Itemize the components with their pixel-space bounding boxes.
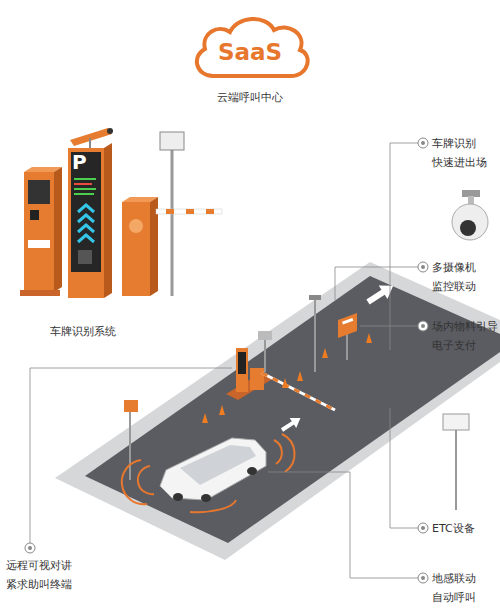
leader-line (360, 326, 418, 327)
callout-label: 多摄像机 监控联动 (432, 258, 472, 296)
callout-marker (418, 138, 428, 148)
node-caption: 云端呼叫中心 (158, 90, 342, 105)
kiosk-logo (28, 240, 50, 248)
radar-wave (282, 434, 295, 472)
screen-text (74, 193, 94, 195)
flag (124, 400, 138, 412)
callout-label: 地感联动 自动呼叫 (432, 569, 472, 607)
radar-wave (274, 440, 282, 464)
leader-line (390, 143, 418, 350)
leader-line (30, 368, 232, 543)
traffic-cone (202, 413, 208, 423)
callout-label: 车牌识别 快速进出场 (432, 134, 472, 172)
leader-line (335, 267, 418, 300)
node-title: SaaS (188, 12, 312, 82)
callout-dot (421, 526, 425, 530)
traffic-cone (282, 378, 288, 388)
road-surface (85, 276, 500, 543)
gate-kiosk (236, 348, 248, 392)
kiosk-base (20, 290, 60, 296)
car-body (160, 438, 266, 500)
camera-pole (314, 298, 316, 372)
leader-line (390, 408, 418, 528)
callout-label: 车牌识别系统 (28, 322, 138, 341)
kiosk-screen (238, 352, 246, 374)
sign-board (443, 414, 469, 430)
callout-dot (421, 324, 425, 328)
screen-text (74, 188, 96, 190)
lamp-head (160, 132, 184, 150)
road-arrow (279, 413, 304, 435)
callout-dot (421, 265, 425, 269)
barrier-box (122, 202, 150, 296)
callout-marker (418, 321, 428, 331)
callout-marker (418, 523, 428, 533)
sign-keypad (78, 250, 92, 264)
radar-wave (122, 460, 147, 504)
screen-symbol: P (72, 150, 102, 174)
barrier-arm (156, 209, 222, 214)
camera-lens (460, 220, 476, 236)
sign-side (104, 143, 112, 298)
gate-box (250, 368, 264, 390)
callout-marker (25, 543, 35, 553)
arm-stripe (186, 209, 194, 214)
dome-camera (452, 204, 488, 240)
car-wheel (173, 493, 183, 501)
screen-text (74, 183, 92, 185)
callout-label: 场内物料引导 电子支付 (432, 317, 472, 355)
callout-label: ETC设备 (432, 519, 500, 538)
camera-mount (462, 190, 480, 197)
callout-marker (418, 573, 428, 583)
arm-stripe (166, 209, 174, 214)
pole-camera (309, 295, 321, 300)
car-window (180, 445, 256, 485)
arm-stripe (206, 209, 214, 214)
lamp-pole (264, 338, 266, 372)
sign-front (68, 148, 104, 298)
kiosk-side (54, 167, 62, 292)
sign-post (346, 333, 348, 360)
camera-bracket (89, 138, 91, 148)
sign-pole (455, 428, 457, 510)
guide-sign (338, 313, 357, 338)
guide-sign-panel (342, 318, 353, 325)
chevron (78, 205, 94, 212)
callout-dot (28, 546, 32, 550)
lamp-head (258, 331, 272, 340)
radar-wave (190, 500, 236, 512)
kiosk-front (24, 172, 54, 292)
traffic-cone (219, 405, 225, 415)
chevron (78, 215, 94, 222)
car-wheel (247, 467, 257, 475)
callout-marker (418, 262, 428, 272)
kiosk-screen (28, 180, 50, 204)
screen-text (74, 178, 96, 180)
flag-pole (129, 408, 131, 480)
light-pole (171, 150, 174, 296)
chevron (78, 235, 94, 242)
traffic-cone (322, 348, 328, 358)
road-slab (55, 262, 500, 560)
chevron (78, 225, 94, 232)
traffic-cone (297, 371, 303, 381)
barrier-logo (129, 219, 143, 233)
callout-dot (421, 141, 425, 145)
radar-wave (138, 466, 154, 494)
lpr-lens (107, 128, 113, 134)
kiosk-keypad (30, 210, 39, 220)
callout-dot (421, 576, 425, 580)
leader-line (268, 472, 418, 578)
callout-label: 远程可视对讲 紧求助叫终端 (6, 556, 46, 594)
traffic-cone (366, 333, 372, 343)
car-wheel (201, 494, 211, 502)
road-arrow (364, 279, 398, 309)
cloud-node: SaaS云端呼叫中心 (188, 12, 312, 82)
